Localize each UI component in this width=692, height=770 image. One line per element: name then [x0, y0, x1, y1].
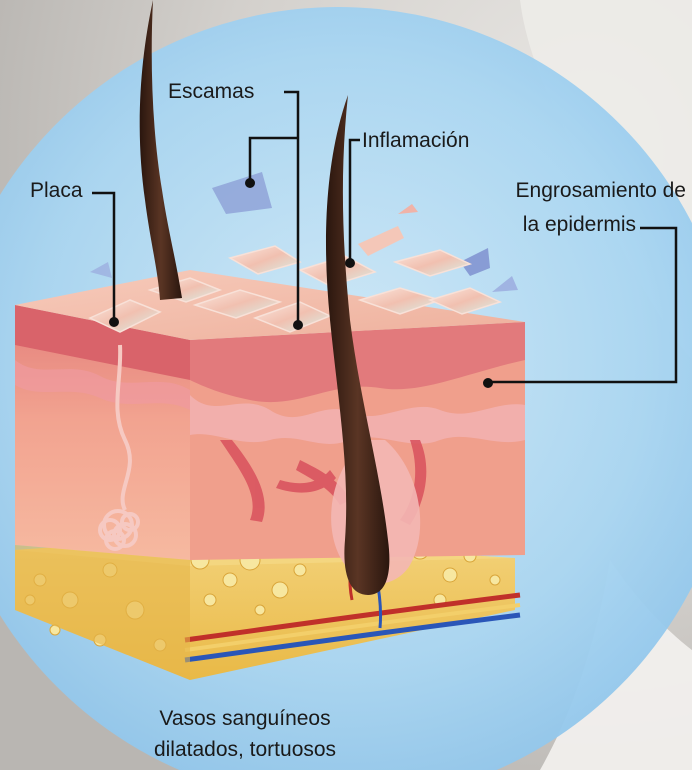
- label-thickening-line2: la epidermis: [440, 212, 636, 238]
- label-vessels-line1: Vasos sanguíneos: [110, 706, 380, 732]
- label-plaque: Placa: [30, 178, 83, 204]
- label-vessels-line2: dilatados, tortuosos: [110, 737, 380, 763]
- label-scales: Escamas: [168, 79, 254, 105]
- label-inflammation: Inflamación: [362, 128, 469, 154]
- label-thickening-line1: Engrosamiento de: [440, 178, 686, 204]
